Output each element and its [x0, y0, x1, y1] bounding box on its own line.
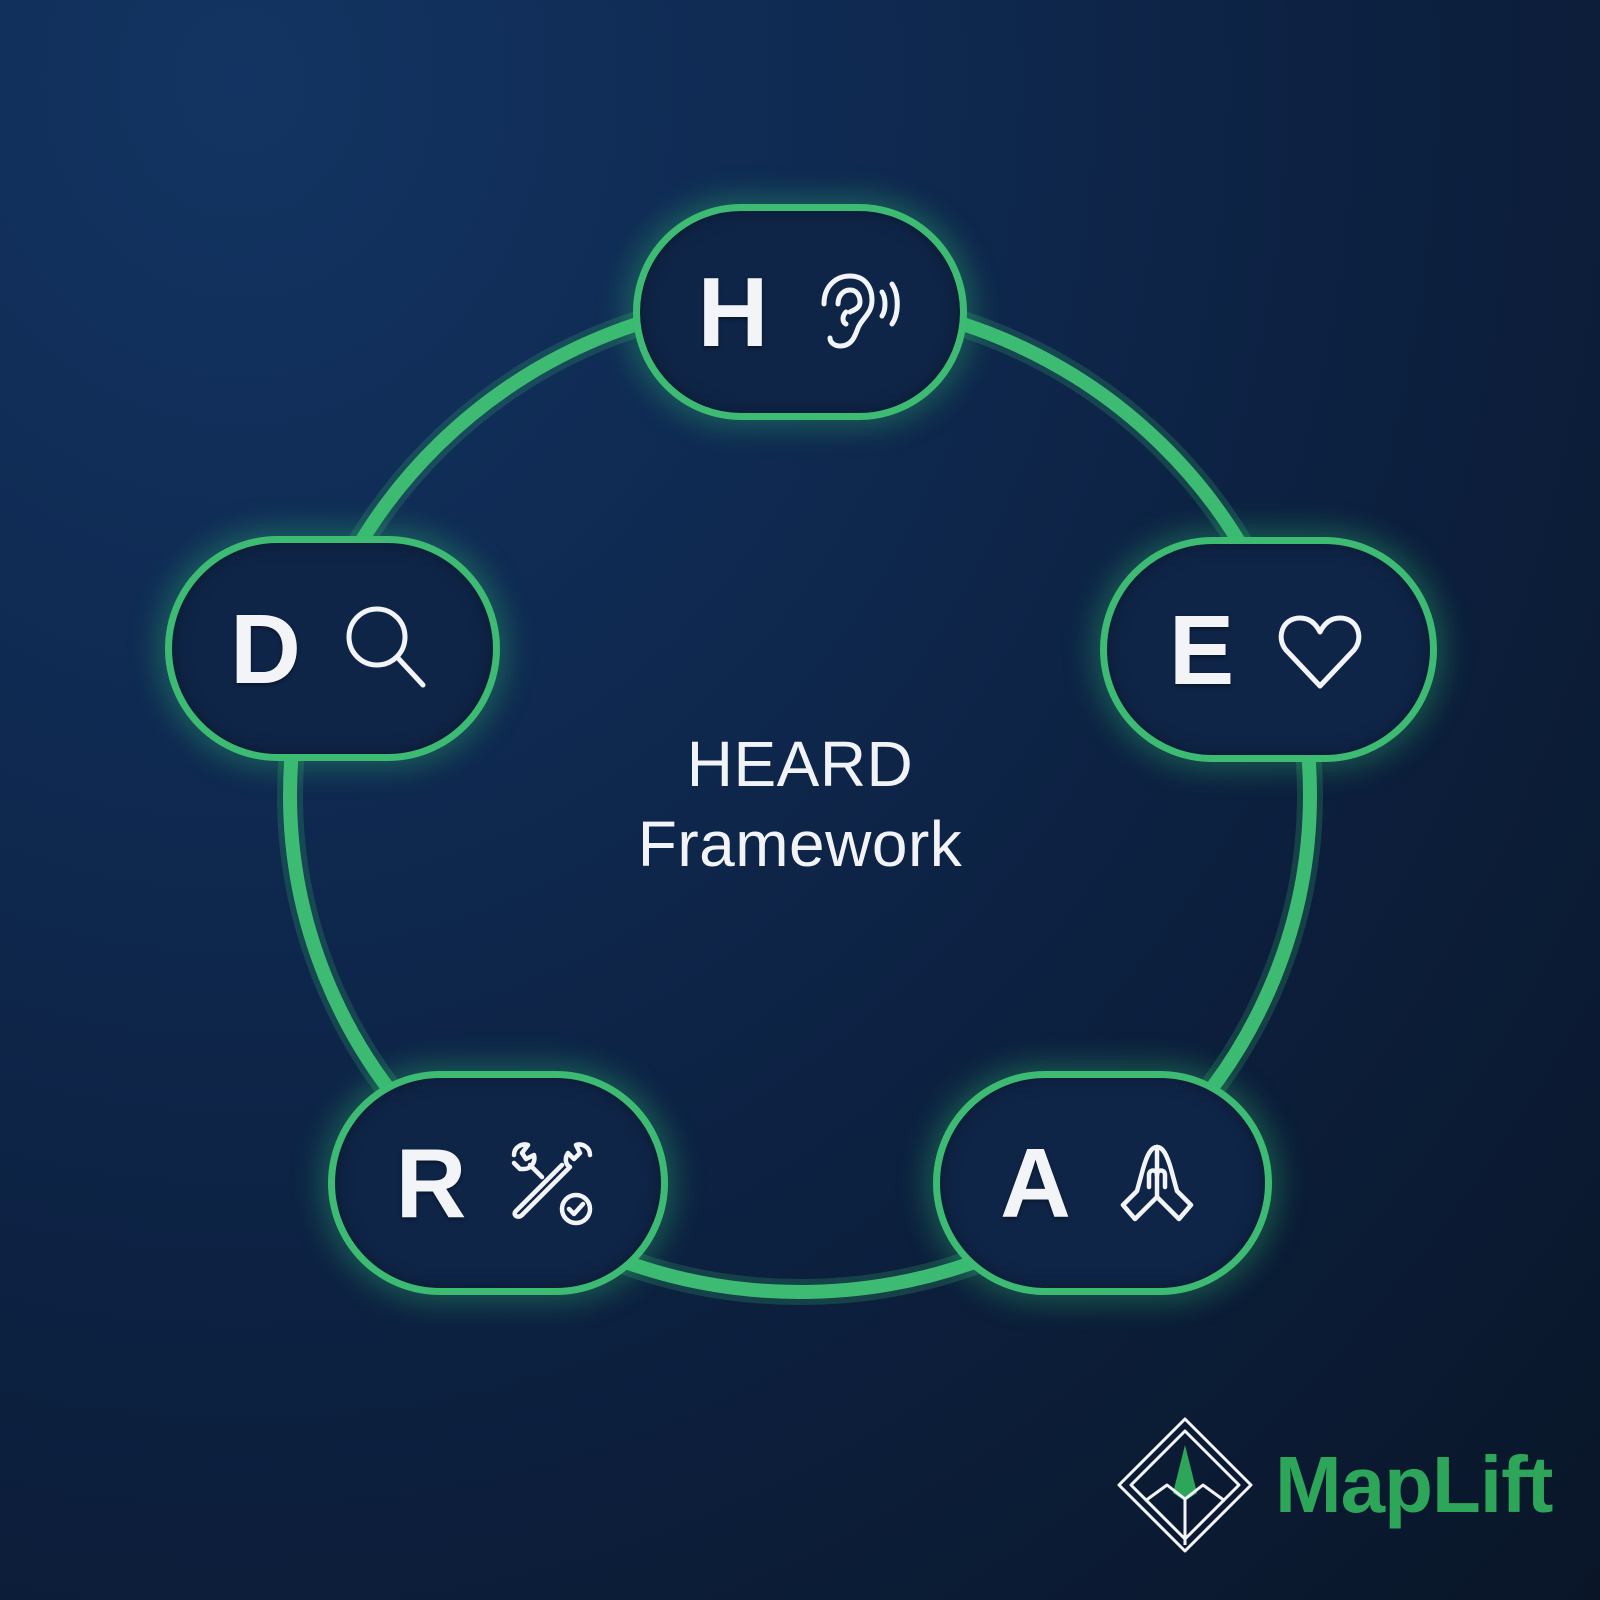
diamond-peak-icon: [1117, 1417, 1253, 1553]
step-letter: H: [697, 257, 769, 367]
brand-logo: MapLift: [1115, 1415, 1553, 1555]
ear-icon: [821, 273, 901, 349]
center-title-line2: Framework: [637, 808, 963, 880]
wrench-check-icon: [512, 1142, 593, 1226]
step-a-pill[interactable]: A: [933, 1071, 1272, 1295]
heart-icon: [1278, 615, 1362, 688]
step-e-pill[interactable]: E: [1100, 537, 1437, 762]
brand-name: MapLift: [1275, 1440, 1553, 1529]
step-letter: E: [1168, 594, 1235, 705]
magnifying-glass-icon: [346, 606, 426, 687]
center-title-line1: HEARD: [686, 728, 914, 800]
step-letter: D: [230, 593, 301, 704]
step-r-pill[interactable]: R: [328, 1071, 668, 1295]
step-d-pill[interactable]: D: [165, 536, 500, 761]
step-letter: A: [1000, 1128, 1071, 1238]
step-letter: R: [395, 1128, 467, 1238]
praying-hands-icon: [1120, 1144, 1194, 1222]
step-h-pill[interactable]: H: [633, 204, 967, 420]
